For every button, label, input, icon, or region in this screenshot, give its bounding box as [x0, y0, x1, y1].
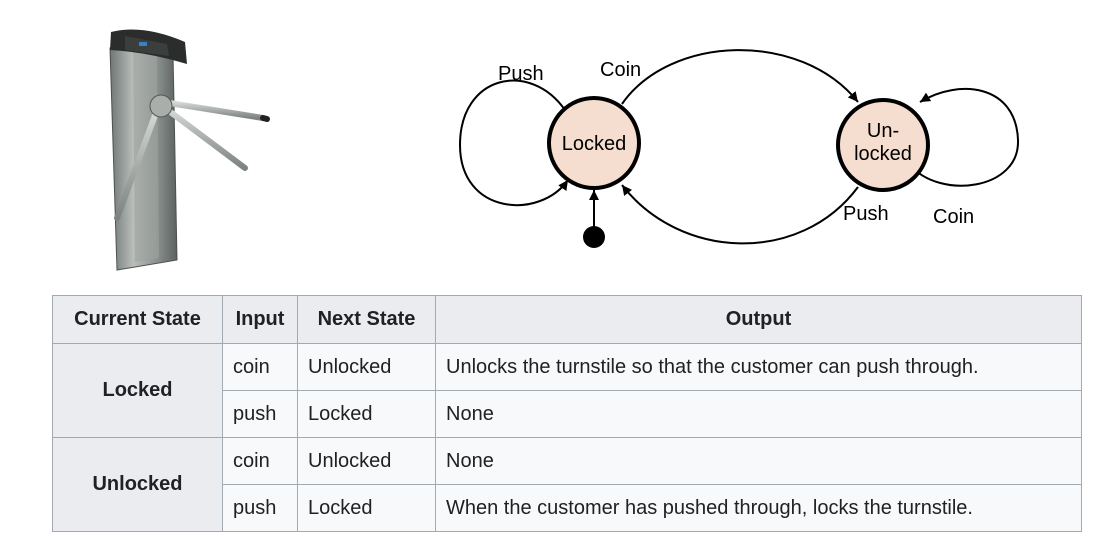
- coin-transition-arrow: [621, 49, 859, 105]
- coin-transition-label: Coin: [600, 59, 641, 81]
- push-transition-arrow: [621, 184, 859, 245]
- table-row: Unlocked coin Unlocked None: [52, 437, 1082, 532]
- current-state-cell: Unlocked: [52, 437, 223, 532]
- table-row: Locked coin Unlocked Unlocks the turnsti…: [52, 343, 1082, 438]
- push-transition-label: Push: [843, 203, 889, 225]
- unlocked-self-loop: [909, 88, 1020, 187]
- turnstile-body: [109, 29, 187, 271]
- input-cell: coin: [222, 437, 298, 485]
- state-unlocked-label-line2: locked: [854, 143, 912, 165]
- output-cell: None: [435, 437, 1082, 485]
- header-input: Input: [222, 295, 298, 344]
- state-unlocked: Un- locked: [836, 98, 930, 192]
- locked-self-loop-label: Push: [498, 63, 544, 85]
- locked-self-loop: [458, 79, 569, 207]
- turnstile-image: [109, 29, 270, 271]
- header-output: Output: [435, 295, 1082, 344]
- input-cell: coin: [222, 343, 298, 391]
- state-locked-label: Locked: [562, 133, 627, 155]
- start-dot: [583, 226, 605, 248]
- header-current-state: Current State: [52, 295, 223, 344]
- unlocked-self-loop-label: Coin: [933, 206, 974, 228]
- next-state-cell: Unlocked: [297, 343, 436, 391]
- current-state-cell: Locked: [52, 343, 223, 438]
- output-cell: None: [435, 390, 1082, 438]
- next-state-cell: Unlocked: [297, 437, 436, 485]
- state-locked: Locked: [547, 96, 641, 190]
- header-next-state: Next State: [297, 295, 436, 344]
- input-cell: push: [222, 390, 298, 438]
- output-cell: Unlocks the turnstile so that the custom…: [435, 343, 1082, 391]
- turnstile-arms: [114, 94, 270, 221]
- state-transition-table: Current State Input Next State Output Lo…: [52, 295, 1082, 532]
- next-state-cell: Locked: [297, 390, 436, 438]
- table-row: push Locked When the customer has pushed…: [53, 484, 1082, 532]
- state-diagram: Locked Un- locked Push Coin Push Coin: [458, 49, 1020, 248]
- table-header-row: Current State Input Next State Output: [52, 295, 1082, 344]
- next-state-cell: Locked: [297, 484, 436, 532]
- input-cell: push: [222, 484, 298, 532]
- output-cell: When the customer has pushed through, lo…: [435, 484, 1082, 532]
- state-unlocked-label-line1: Un-: [867, 120, 899, 142]
